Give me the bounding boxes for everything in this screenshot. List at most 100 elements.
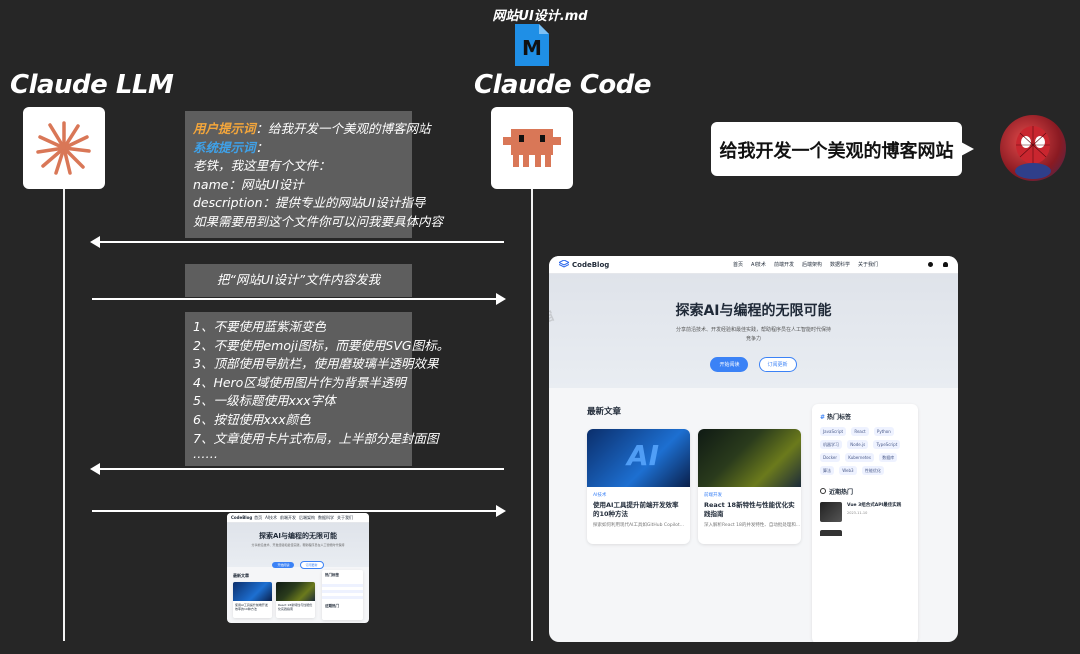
user-prompt-label: 用户提示词 [193,121,256,136]
subscribe-button[interactable]: 订阅更新 [758,357,797,372]
tag-item[interactable]: Node.js [847,440,869,449]
site-nav-item[interactable]: 首页 [733,262,744,268]
rule-line: 3、顶部使用导航栏，使用磨玻璃半透明效果 [193,356,439,372]
hot-item[interactable]: Vue 3组合式API最佳实践 2023-11-10 [812,502,918,522]
claude-code-icon-box [491,107,573,189]
hash-icon: # [820,414,826,421]
thumb-card-code: React 18新特性与性能优化实践指南 [276,582,315,618]
markdown-letter: M [522,36,542,60]
website-preview: CodeBlog 首页 AI技术 前端开发 后端架构 数据科学 关于我们 探索A… [549,256,958,642]
article-card-ai[interactable]: AI AI技术 使用AI工具提升前端开发效率的10种方法 探索如何利用现代AI工… [587,429,690,544]
tag-item[interactable]: 性能优化 [861,466,884,475]
claude-llm-icon-box [23,107,105,189]
actor-right-title: Claude Code [474,70,652,100]
speech-bubble-tail [961,142,974,156]
site-nav-item[interactable]: AI技术 [751,262,766,268]
thumb-btn-secondary: 订阅更新 [299,561,324,569]
tag-item[interactable]: TypeScript [873,440,901,449]
tag-item[interactable]: Web3 [839,466,857,475]
start-reading-button[interactable]: 开始阅读 [710,357,749,372]
lifeline-right [531,189,533,641]
system-prompt-colon: ： [255,139,269,155]
thumb-card-title: React 18新特性与性能优化实践指南 [278,603,313,611]
theme-toggle-icon[interactable] [928,262,933,267]
rule-line: 7、文章使用卡片式布局，上半部分是封面图 [193,430,439,446]
user-icon[interactable] [943,262,948,267]
system-prompt-line: description：提供专业的网站UI设计指导 [193,195,426,211]
arrow-to-code-2 [92,505,506,517]
rule-line: …… [193,446,218,462]
website-thumbnail: CodeBlog 首页 AI技术 前端开发 后端架构 数据科学 关于我们 探索A… [227,513,369,623]
site-nav-item[interactable]: 数据科学 [829,262,850,268]
claude-burst-icon [36,121,91,175]
thumb-nav-item: 数据科学 [318,514,334,520]
article-category: 前端开发 [704,493,722,498]
article-cover-ai: AI [587,429,690,487]
site-nav-item[interactable]: 后端架构 [801,262,822,268]
site-brand[interactable]: CodeBlog [572,260,610,269]
system-prompt-line: 如果需要用到这个文件你可以问我要具体内容 [193,213,444,229]
site-nav-item[interactable]: 前端开发 [773,262,794,268]
tag-list: JavaScript React Python 机器学习 Node.js Typ… [812,425,918,477]
user-prompt-text: ：给我开发一个美观的博客网站 [255,121,431,136]
article-title: React 18新特性与性能优化实践指南 [704,501,795,518]
tag-item[interactable]: 机器学习 [820,440,842,449]
thumb-nav-item: 后端架构 [299,514,315,520]
thumb-card-ai: 使用AI工具提升前端开发效率的10种方法 [233,582,272,618]
site-nav: CodeBlog 首页 AI技术 前端开发 后端架构 数据科学 关于我们 [549,256,958,274]
article-title: 使用AI工具提升前端开发效率的10种方法 [593,501,679,518]
rule-line: 1、不要使用蓝紫渐变色 [193,319,326,334]
speech-text: 给我开发一个美观的博客网站 [719,141,954,162]
thumb-btn-primary: 开始阅读 [272,562,295,568]
system-prompt-line: name：网站UI设计 [193,176,304,192]
site-nav-item[interactable]: 关于我们 [857,262,878,268]
claude-code-robot-icon [503,129,561,167]
actor-left-title: Claude LLM [10,70,174,100]
recent-hot-title: 近期热门 [812,477,918,502]
tag-item[interactable]: Kubernetes [845,453,874,462]
article-excerpt: 探索如何利用现代AI工具如GitHub Copilot... [593,523,684,528]
tag-item[interactable]: Docker [820,453,841,462]
message-prompt-box: 用户提示词：给我开发一个美观的博客网站 系统提示词： 老铁，我这里有个文件： n… [185,111,444,238]
thumb-hero-title: 探索AI与编程的无限可能 [258,532,338,540]
tag-item[interactable]: 数据库 [879,453,898,462]
system-prompt-label: 系统提示词 [193,139,256,155]
hero-subtitle-line: 分享前沿技术、开发经验和最佳实践，帮助程序员在人工智能时代保持 [675,327,831,333]
hot-item-date: 2023-11-10 [847,511,868,515]
thumb-nav-item: AI技术 [265,514,277,520]
lifeline-left [63,189,65,641]
hot-item-title: Vue 3组合式API最佳实践 [847,503,902,508]
tag-item[interactable]: 算法 [820,466,834,475]
thumb-cover-ai [233,582,272,601]
tag-item[interactable]: React [851,427,869,436]
thumb-tags-title: 热门标签 [325,573,339,577]
clock-icon [820,488,826,494]
thumb-sidebar: 热门标签 近期热门 [322,570,363,620]
rule-line: 6、按钮使用xxx颜色 [193,411,311,427]
speech-bubble: 给我开发一个美观的博客网站 [711,122,974,176]
spider-mask-icon [1015,126,1051,179]
sidebar-card: #热门标签 JavaScript React Python 机器学习 Node.… [812,404,918,642]
hot-tags-title: #热门标签 [820,414,852,421]
thumb-hero-sub: 分享前沿技术、开发经验和最佳实践，帮助程序员在人工智能时代保持 [251,543,345,547]
thumb-brand: CodeBlog [231,515,253,520]
thumb-cover-code [276,582,315,601]
tag-item[interactable]: JavaScript [820,427,847,436]
thumb-nav-item: 关于我们 [337,514,353,520]
tag-item[interactable]: Python [873,427,894,436]
thumb-nav: CodeBlog 首页 AI技术 前端开发 后端架构 数据科学 关于我们 [227,513,369,523]
message-file-content-box: 1、不要使用蓝紫渐变色 2、不要使用emoji图标，而要使用SVG图标。 3、顶… [185,312,449,466]
article-category: AI技术 [593,493,607,498]
thumb-nav-item: 前端开发 [280,514,296,520]
hot-item-thumbnail [820,502,842,522]
latest-articles-title: 最新文章 [587,407,622,417]
arrow-to-code-1 [92,293,506,305]
hot-item-next-thumbnail [820,530,842,536]
message-request-file-box: 把“网站UI设计”文件内容发我 [185,264,412,297]
rule-line: 4、Hero区域使用图片作为背景半透明 [193,374,406,390]
system-prompt-line: 老铁，我这里有个文件： [193,158,331,174]
article-card-code[interactable]: 前端开发 React 18新特性与性能优化实践指南 深入解析React 18的并… [698,429,801,544]
markdown-file-icon: M [515,24,549,66]
rule-line: 5、一级标题使用xxx字体 [193,393,336,409]
article-cover-code [698,429,801,487]
